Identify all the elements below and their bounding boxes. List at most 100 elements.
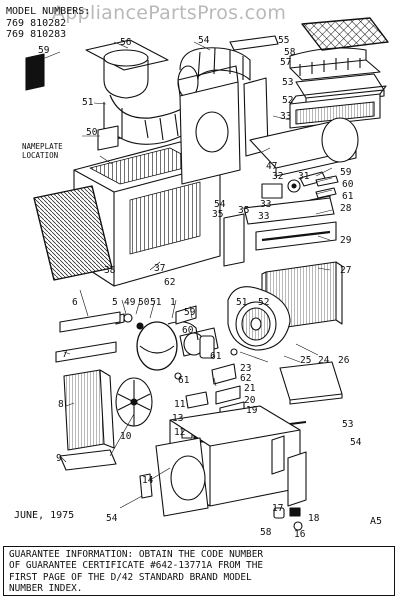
exploded-parts-diagram [25, 17, 389, 531]
part-label: 59 [340, 167, 352, 178]
watermark: AppliancePartsPros.com [52, 2, 287, 24]
part-7-rail [55, 341, 117, 363]
part-label: 26 [338, 355, 350, 366]
part-label: 54 [214, 199, 226, 210]
part-label: 16 [294, 529, 306, 540]
part-9-base-plate [59, 449, 117, 471]
part-label: 51 [236, 297, 248, 308]
part-26-mounting-rail [243, 197, 335, 225]
part-label: 38 [104, 265, 116, 276]
part-27-base-rail [255, 221, 337, 251]
part-label: 33 [258, 211, 270, 222]
model-number-2: 769 810283 [6, 29, 67, 40]
part-label: 31 [298, 171, 310, 182]
part-label: 51 [150, 297, 162, 308]
part-label: 7 [62, 349, 68, 360]
part-label: 35 [238, 205, 250, 216]
part-label: 20 [244, 395, 256, 406]
diagram-date: JUNE, 1975 [14, 510, 75, 521]
part-10-fan-blade [115, 377, 153, 427]
part-label: 62 [240, 373, 252, 384]
part-label: 32 [272, 171, 284, 182]
part-label: 53 [282, 77, 294, 88]
part-29-30-31-switch [261, 171, 327, 199]
guarantee-line-2: OF GUARANTEE CERTIFICATE #642-13771A FRO… [9, 560, 263, 572]
part-label: 52 [282, 95, 294, 106]
part-label: 9 [56, 453, 62, 464]
part-label: 21 [244, 383, 256, 394]
part-label: 53 [342, 419, 354, 430]
nameplate-location-line2: LOCATION [22, 151, 59, 160]
part-45-duct-collar [85, 39, 169, 99]
part-label: 10 [120, 431, 132, 442]
part-61-80-bits [174, 348, 238, 380]
part-label: 17 [272, 503, 284, 514]
part-44-cover-plate [229, 35, 279, 51]
nameplate-location-line1: NAMEPLATE [22, 142, 63, 151]
part-42-louver [289, 47, 381, 81]
part-label: 47 [266, 161, 278, 172]
part-label: 61 [178, 375, 190, 386]
part-label: 18 [308, 513, 320, 524]
model-number-1: 769 810282 [6, 18, 67, 29]
part-28-control-panel [249, 117, 359, 177]
part-8-coil-panel [63, 369, 115, 451]
model-numbers-label: MODEL NUMBERS: [6, 6, 91, 17]
part-label: 49 [124, 297, 136, 308]
part-label: 12 [174, 427, 186, 438]
part-label: 28 [340, 203, 352, 214]
part-label: 1 [170, 297, 176, 308]
part-label: 57 [280, 57, 292, 68]
part-16-17-18-58-hardware [273, 451, 307, 531]
part-label: 56 [120, 37, 132, 48]
part-56-drip-tray [279, 361, 343, 405]
part-19-20-21-22-brackets [211, 363, 245, 419]
part-label: 35 [212, 209, 224, 220]
part-32-back-panel [223, 213, 245, 267]
part-36-filter [33, 185, 113, 281]
part-label: 58 [284, 47, 296, 58]
part-1-compressor [136, 321, 199, 371]
part-label: 55 [278, 35, 290, 46]
part-34-partition [177, 65, 269, 185]
part-label: 37 [154, 263, 166, 274]
part-label: 19 [246, 405, 258, 416]
part-label: 33 [260, 199, 272, 210]
part-46-nameplate-card [25, 53, 45, 91]
part-14-chassis [155, 405, 301, 517]
part-label: 8 [58, 399, 64, 410]
guarantee-information-box: GUARANTEE INFORMATION: OBTAIN THE CODE N… [3, 546, 395, 596]
part-label: 25 [300, 355, 312, 366]
part-label: 33 [280, 111, 292, 122]
part-label: 14 [142, 475, 154, 486]
part-label: 59 [184, 307, 196, 318]
part-label: 60 [182, 325, 194, 336]
part-57-fastener [289, 421, 307, 425]
part-label: 54 [350, 437, 362, 448]
part-label: 54 [198, 35, 210, 46]
part-label: 60 [342, 179, 354, 190]
part-label: 27 [340, 265, 352, 276]
part-label: 58 [260, 527, 272, 538]
part-label: 50 [86, 127, 98, 138]
part-label: 23 [240, 363, 252, 374]
part-40-outlet-box [289, 85, 387, 129]
part-60-capacitor [199, 335, 215, 359]
part-label: 52 [258, 297, 270, 308]
part-label: 61 [342, 191, 354, 202]
part-37-access-cover [97, 125, 119, 151]
part-label: 50 [138, 297, 150, 308]
part-label: 24 [318, 355, 330, 366]
part-label: 29 [340, 235, 352, 246]
part-label: 11 [174, 399, 186, 410]
part-47-strip [139, 473, 153, 499]
part-label: 59 [38, 45, 50, 56]
guarantee-line-3: FIRST PAGE OF THE D/42 STANDARD BRAND MO… [9, 571, 252, 583]
part-6-drain-plate [59, 311, 121, 333]
page-code: A5 [370, 516, 383, 527]
part-label: 61 [210, 351, 222, 362]
part-label: 6 [72, 297, 78, 308]
guarantee-line-1: GUARANTEE INFORMATION: OBTAIN THE CODE N… [9, 549, 263, 560]
part-label: 5 [112, 297, 118, 308]
